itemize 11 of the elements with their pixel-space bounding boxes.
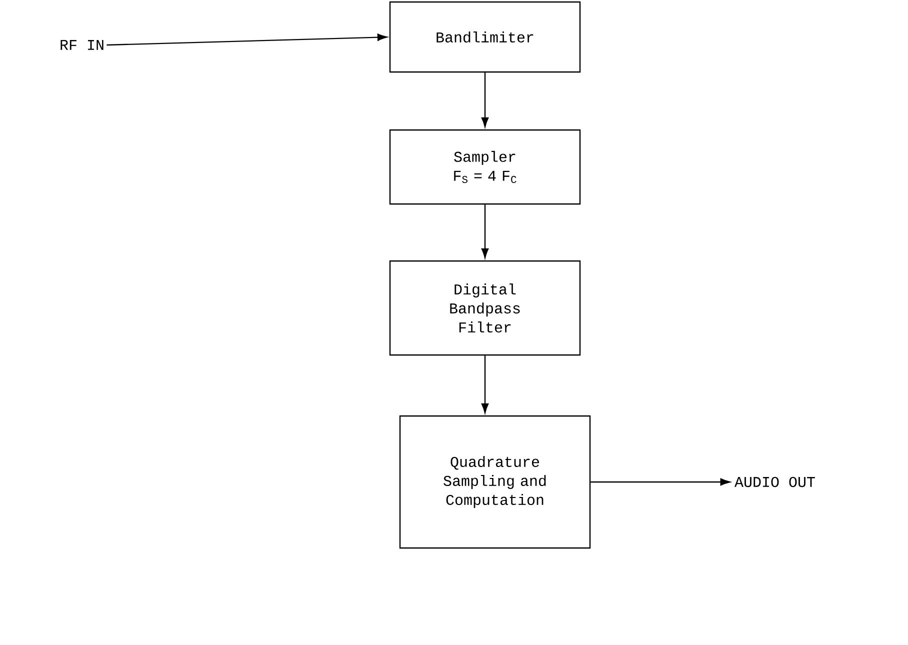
arrow <box>481 204 489 258</box>
arrow <box>590 478 730 486</box>
arrow <box>481 356 489 414</box>
process-box: Quadrature Sampling and Computation <box>399 415 591 549</box>
arrow <box>481 72 489 128</box>
arrow <box>106 34 388 46</box>
process-box: Sampler F$_{S}$ = 4 F$_{C}$ <box>389 129 581 205</box>
signal-label: AUDIO OUT <box>734 476 815 488</box>
process-box: Bandlimiter <box>389 1 581 73</box>
signal-label: RF IN <box>60 40 104 50</box>
process-box: Digital Bandpass Filter <box>389 260 581 356</box>
